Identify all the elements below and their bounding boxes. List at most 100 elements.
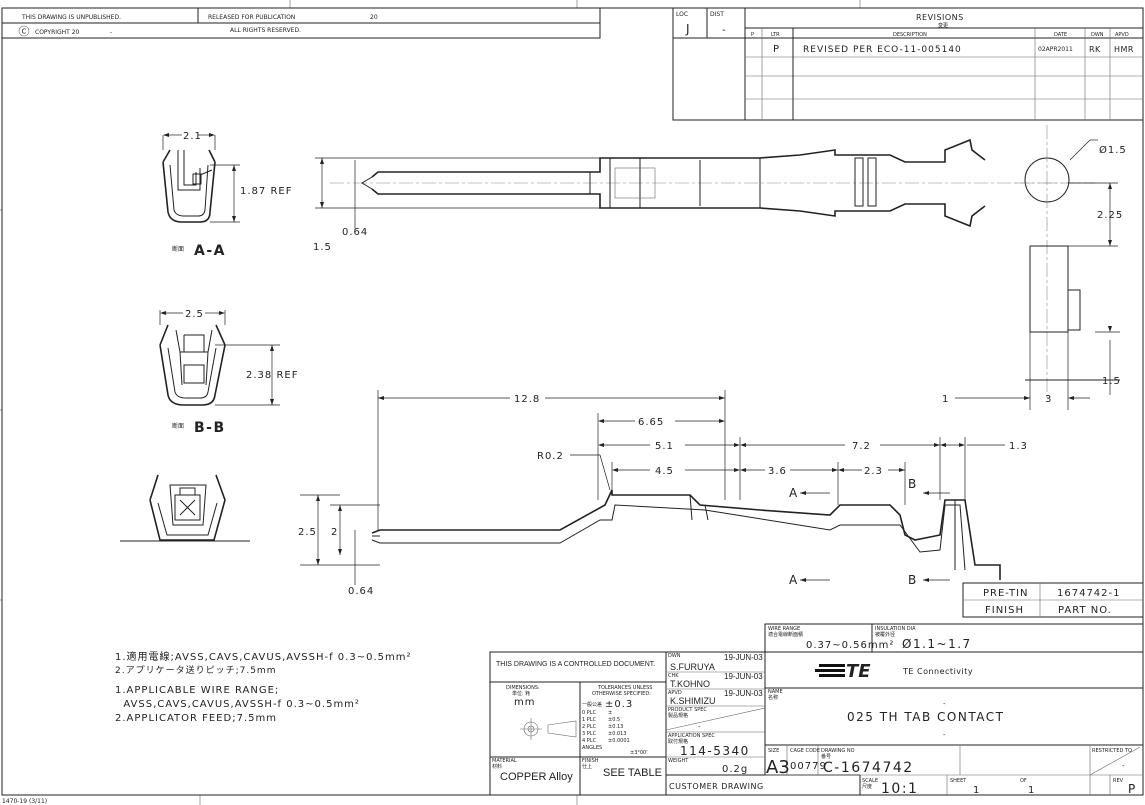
material-value: COPPER Alloy xyxy=(500,771,573,783)
weight-label: WEIGHT xyxy=(668,758,689,764)
finish-label-tb: FINISH xyxy=(582,758,599,764)
tol-label: 0 PLC xyxy=(582,710,597,716)
dim-label: 0.64 xyxy=(342,227,368,238)
section-a-a-view xyxy=(162,149,216,223)
tol-label: 4 PLC xyxy=(582,738,597,744)
dim-label: 7.2 xyxy=(852,441,871,452)
dim-label: 1.3 xyxy=(1009,441,1028,452)
projection-symbol-icon xyxy=(520,718,577,740)
insulation-value: Ø1.1~1.7 xyxy=(902,637,972,651)
size-value: A3 xyxy=(766,757,790,778)
wire-range-label: WIRE RANGE xyxy=(768,626,800,632)
dist-label: DIST xyxy=(710,11,724,18)
tol-label: 2 PLC xyxy=(582,724,597,730)
dim-label: 1 xyxy=(942,394,949,405)
sheet-label: SHEET xyxy=(950,778,967,784)
scale-label: SCALE xyxy=(862,778,878,784)
section-a-marker-bottom: A xyxy=(789,573,799,587)
restricted-value: - xyxy=(1122,762,1125,770)
finish-value: PRE-TIN xyxy=(983,588,1029,599)
note-en-1: 1.APPLICABLE WIRE RANGE; xyxy=(115,685,279,696)
col-ltr: LTR xyxy=(771,32,780,38)
app-spec-label: APPLICATION SPEC xyxy=(668,733,715,739)
note-jp-1: 1.適用電線;AVSS,CAVS,CAVUS,AVSSH-f 0.3~0.5mm… xyxy=(115,650,412,663)
rev-date: 02APR2011 xyxy=(1038,46,1073,53)
product-spec-jp: 製品規格 xyxy=(668,712,688,719)
col-date: DATE xyxy=(1054,32,1067,38)
rev-value: P xyxy=(1128,782,1137,796)
loc-value: J xyxy=(685,22,691,36)
size-label: SIZE xyxy=(768,748,779,754)
tol-value: ± xyxy=(608,710,612,716)
dim-label: Ø1.5 xyxy=(1099,144,1127,156)
form-number: 1470-19 (3/11) xyxy=(2,798,47,805)
dim-label: 1.5 xyxy=(1102,376,1121,387)
product-spec-value: - xyxy=(698,723,701,731)
dim-label: 2.5 xyxy=(298,527,317,538)
dimension-arrows xyxy=(160,133,1112,582)
tol-general-value: ±0.3 xyxy=(605,699,633,710)
dwn-name: S.FURUYA xyxy=(670,662,715,672)
scale-value: 10:1 xyxy=(881,781,918,797)
copyright-dash: - xyxy=(110,29,112,36)
dimensions-unit: mm xyxy=(514,697,535,708)
tol-value: ±0.013 xyxy=(608,731,627,737)
tol-value: ±0.0001 xyxy=(608,738,630,744)
drawing-no-jp: 番号 xyxy=(821,753,831,760)
dim-label: R0.2 xyxy=(537,451,564,462)
dim-label: 2.1 xyxy=(183,131,202,142)
dimensions-label: DIMENSIONS: xyxy=(506,685,540,691)
title-block: WIRE RANGE 適合電線断面積 0.37~0.56mm² INSULATI… xyxy=(489,623,1144,797)
apvd-name: K.SHIMIZU xyxy=(670,696,716,706)
contact-top-view xyxy=(330,138,1095,228)
dimensions-jp: 単位: 粍 xyxy=(512,690,530,697)
sheet-border xyxy=(1,7,1144,796)
cage-code-value: 00779 xyxy=(790,761,827,772)
section-a-marker-top: A xyxy=(789,486,799,500)
section-prefix-aa: 断面 xyxy=(172,245,184,253)
revisions-block: LOC J DIST - REVISIONS 変更 P LTR DESCRIPT… xyxy=(672,7,1144,121)
section-b-marker-bottom: B xyxy=(908,573,918,587)
dim-label: 2 xyxy=(331,527,338,538)
wire-range-value: 0.37~0.56mm² xyxy=(806,640,894,651)
sheet-value: 1 xyxy=(973,785,980,796)
finish-part-table: PRE-TIN 1674742-1 FINISH PART NO. xyxy=(962,582,1144,618)
drawing-no-label: DRAWING NO xyxy=(821,748,855,754)
app-spec-value: 114-5340 xyxy=(680,744,750,758)
section-b-b-view xyxy=(159,324,226,406)
finish-label: FINISH xyxy=(985,605,1024,616)
dim-label: 1.5 xyxy=(313,242,332,253)
insulation-jp: 被覆外径 xyxy=(875,631,895,638)
revision-row: P REVISED PER ECO-11-005140 02APR2011 RK… xyxy=(773,44,1133,55)
dim-label: 2.38 REF xyxy=(246,370,298,381)
tol-label: ANGLES xyxy=(582,745,602,751)
wire-range-jp: 適合電線断面積 xyxy=(768,631,803,638)
dwn-date: 19-JUN-03 xyxy=(724,653,763,662)
product-spec-label: PRODUCT SPEC xyxy=(668,707,707,713)
of-value: 1 xyxy=(1028,785,1035,796)
section-prefix-bb: 断面 xyxy=(172,422,184,430)
weight-value: 0.2g xyxy=(722,764,748,775)
dim-label: 12.8 xyxy=(514,394,540,405)
controlled-document-text: THIS DRAWING IS A CONTROLLED DOCUMENT. xyxy=(496,661,655,668)
tol-value: ±0.13 xyxy=(608,724,623,730)
dist-value: - xyxy=(722,25,727,36)
name-dash-bottom: - xyxy=(943,731,946,739)
section-a-a-label: A-A xyxy=(194,243,226,259)
chk-label: CHK xyxy=(668,673,679,679)
tab-detail-view xyxy=(1015,125,1120,400)
of-label: OF xyxy=(1020,778,1027,784)
te-logo: TE xyxy=(815,661,871,682)
material-label: MATERIAL xyxy=(492,758,517,764)
dim-label: 0.64 xyxy=(348,586,374,597)
tol-general-jp: 一般公差 xyxy=(582,701,602,708)
part-number-label: PART NO. xyxy=(1058,605,1112,616)
tolerances-title: TOLERANCES UNLESS xyxy=(597,685,652,691)
company-name: TE Connectivity xyxy=(902,667,973,676)
unpublished-text: THIS DRAWING IS UNPUBLISHED. xyxy=(21,14,121,21)
dim-label: 1.87 REF xyxy=(240,186,292,197)
tol-label: 1 PLC xyxy=(582,717,597,723)
dim-label: 2.3 xyxy=(864,466,883,477)
